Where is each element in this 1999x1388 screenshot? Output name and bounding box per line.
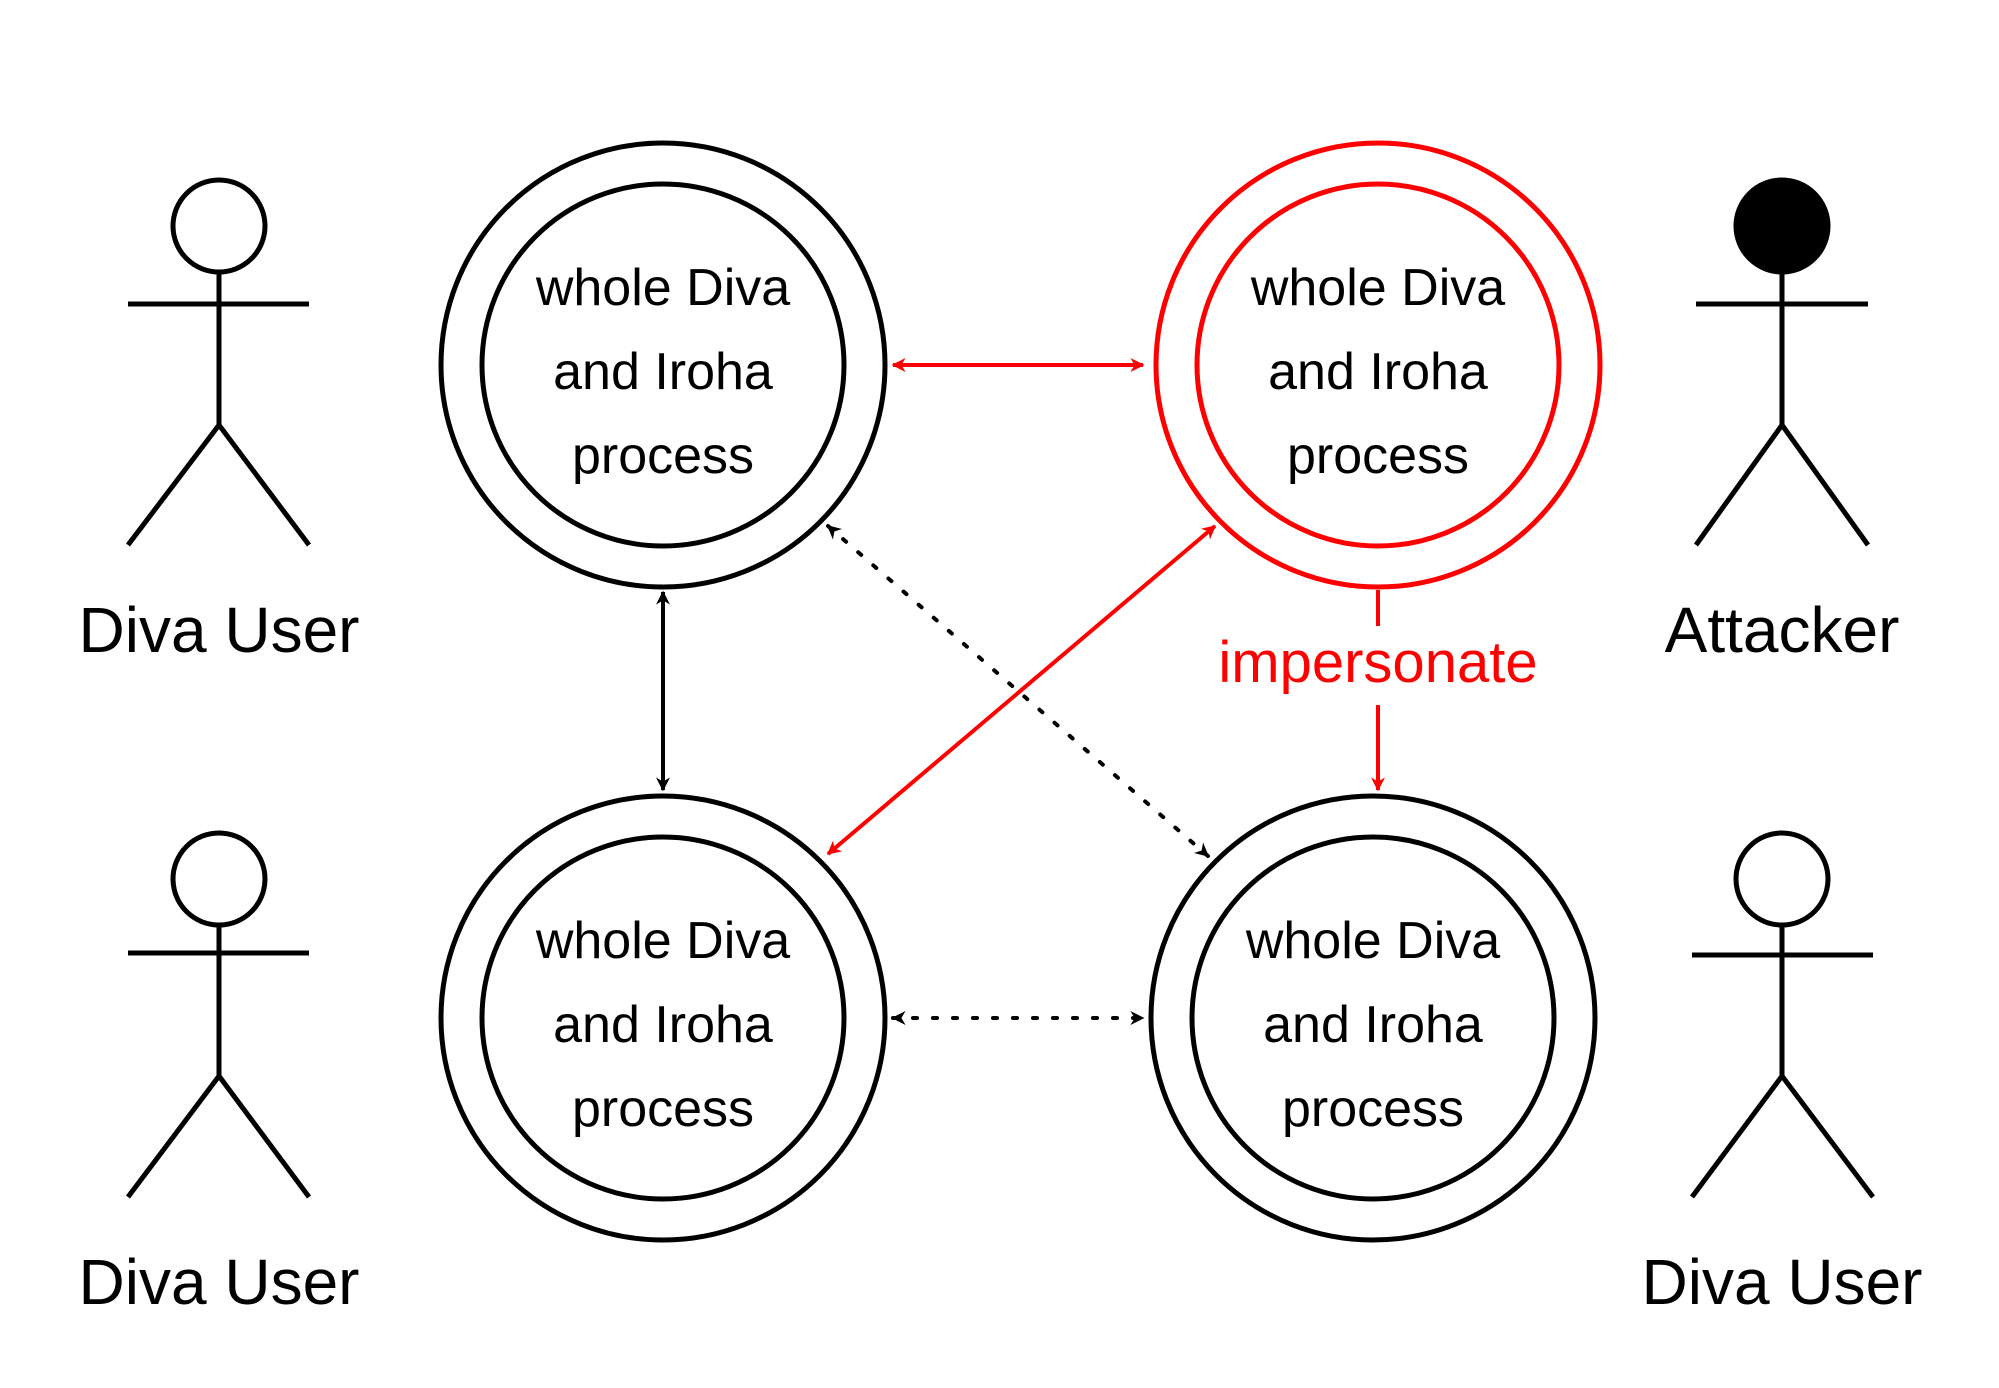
- node-label-line-2: and Iroha: [553, 996, 773, 1054]
- actor-attacker-top-right: Attacker: [1665, 177, 1900, 666]
- actor-user-bottom-left: Diva User: [79, 830, 360, 1318]
- actor-label: Diva User: [79, 594, 360, 666]
- impersonate-label: impersonate: [1218, 630, 1537, 695]
- actor-label: Diva User: [1642, 1246, 1923, 1318]
- node-label-line-1: whole Diva: [1245, 912, 1500, 970]
- node-bottom-left: whole Diva and Iroha process: [438, 793, 888, 1243]
- actor-label: Diva User: [79, 1246, 360, 1318]
- node-bottom-right: whole Diva and Iroha process: [1148, 793, 1598, 1243]
- node-label-line-3: process: [572, 1080, 754, 1138]
- node-label-line-3: process: [1282, 1080, 1464, 1138]
- node-label-line-1: whole Diva: [535, 259, 790, 317]
- node-top-right: whole Diva and Iroha process: [1153, 140, 1603, 590]
- node-top-left: whole Diva and Iroha process: [438, 140, 888, 590]
- actor-user-bottom-right: Diva User: [1642, 830, 1923, 1318]
- edge-tl-br: [826, 524, 1210, 858]
- attacker-stick-figure-icon: [1693, 177, 1871, 547]
- edges-layer: impersonate: [656, 358, 1538, 1025]
- node-label-line-2: and Iroha: [1263, 996, 1483, 1054]
- node-label-line-3: process: [1287, 427, 1469, 485]
- node-label-line-1: whole Diva: [1250, 259, 1505, 317]
- stick-figure-icon: [126, 177, 311, 547]
- stick-figure-icon: [126, 830, 312, 1199]
- node-label-line-2: and Iroha: [1268, 343, 1488, 401]
- actor-label: Attacker: [1665, 594, 1900, 666]
- node-label-line-3: process: [572, 427, 754, 485]
- node-label-line-1: whole Diva: [535, 912, 790, 970]
- node-label-line-2: and Iroha: [553, 343, 773, 401]
- stick-figure-icon: [1689, 830, 1875, 1199]
- actor-user-top-left: Diva User: [79, 177, 360, 666]
- edge-tr-bl: [826, 524, 1217, 856]
